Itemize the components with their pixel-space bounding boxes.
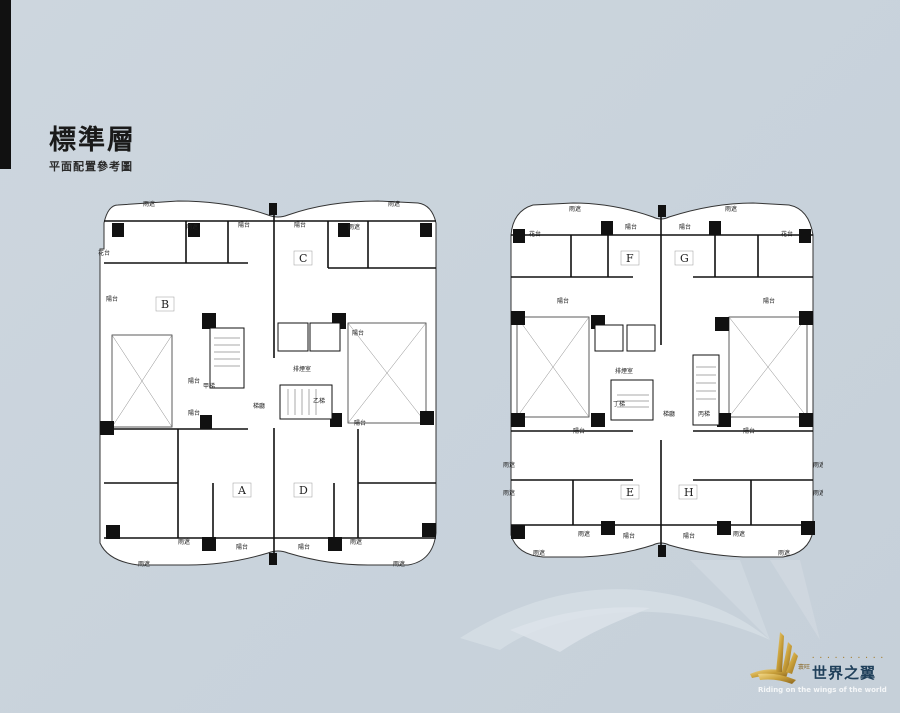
svg-text:雨遮: 雨遮 <box>813 461 823 469</box>
side-accent-bar <box>0 0 11 169</box>
svg-text:陽台: 陽台 <box>294 221 306 229</box>
unit-label-a: A <box>237 484 247 497</box>
unit-label-f: F <box>626 252 634 265</box>
svg-text:雨遮: 雨遮 <box>388 200 400 208</box>
svg-text:甲梯: 甲梯 <box>203 382 215 390</box>
svg-text:花台: 花台 <box>781 230 793 238</box>
svg-text:雨遮: 雨遮 <box>725 205 737 213</box>
svg-text:雨遮: 雨遮 <box>778 549 790 557</box>
svg-text:陽台: 陽台 <box>623 532 635 540</box>
svg-text:陽台: 陽台 <box>743 427 755 435</box>
svg-text:雨遮: 雨遮 <box>569 205 581 213</box>
page-title: 標準層 <box>49 125 136 156</box>
svg-text:丙梯: 丙梯 <box>698 410 710 418</box>
svg-text:雨遮: 雨遮 <box>186 223 198 231</box>
logo-dots: • • • • • • • • • • <box>812 655 886 660</box>
svg-text:雨遮: 雨遮 <box>138 560 150 568</box>
svg-text:花台: 花台 <box>98 249 110 257</box>
wing-logo-icon <box>750 632 798 684</box>
svg-text:雨遮: 雨遮 <box>733 530 745 538</box>
svg-text:陽台: 陽台 <box>625 223 637 231</box>
svg-text:陽台: 陽台 <box>106 295 118 303</box>
label-canopy: 雨遮 <box>143 200 155 208</box>
svg-text:雨遮: 雨遮 <box>178 538 190 546</box>
svg-text:陽台: 陽台 <box>557 297 569 305</box>
svg-text:陽台: 陽台 <box>683 532 695 540</box>
svg-text:雨遮: 雨遮 <box>813 489 823 497</box>
unit-label-d: D <box>299 484 308 497</box>
svg-text:陽台: 陽台 <box>763 297 775 305</box>
logo-brand-name: 世界之翼 <box>812 664 877 682</box>
svg-text:雨遮: 雨遮 <box>350 538 362 546</box>
svg-text:梯廳: 梯廳 <box>253 402 265 410</box>
svg-text:陽台: 陽台 <box>354 419 366 427</box>
svg-text:雨遮: 雨遮 <box>578 530 590 538</box>
svg-text:雨遮: 雨遮 <box>533 549 545 557</box>
svg-text:雨遮: 雨遮 <box>503 489 515 497</box>
svg-text:陽台: 陽台 <box>188 377 200 385</box>
svg-text:陽台: 陽台 <box>679 223 691 231</box>
page-subtitle: 平面配置參考圖 <box>49 160 133 173</box>
unit-label-h: H <box>684 486 694 499</box>
logo-tagline: Riding on the wings of the world <box>758 686 887 694</box>
svg-text:丁梯: 丁梯 <box>613 400 625 408</box>
svg-text:陽台: 陽台 <box>236 543 248 551</box>
unit-label-g: G <box>680 252 689 265</box>
svg-text:陽台: 陽台 <box>352 329 364 337</box>
floor-plan-left: 雨遮 雨遮 陽台 陽台 雨遮 雨遮 花台 陽台 陽台 陽台 陽台 陽台 甲梯 乙… <box>98 193 443 573</box>
svg-text:乙梯: 乙梯 <box>313 397 325 405</box>
svg-text:陽台: 陽台 <box>298 543 310 551</box>
svg-text:雨遮: 雨遮 <box>503 461 515 469</box>
floor-plan-right: 雨遮 花台 陽台 陽台 雨遮 花台 陽台 陽台 排煙室 丁梯 梯廳 丙梯 陽台 … <box>503 195 823 565</box>
svg-text:陽台: 陽台 <box>573 427 585 435</box>
svg-text:陽台: 陽台 <box>188 409 200 417</box>
unit-label-b: B <box>161 298 169 311</box>
svg-text:排煙室: 排煙室 <box>615 367 633 375</box>
unit-label-c: C <box>299 252 307 265</box>
svg-text:排煙室: 排煙室 <box>293 365 311 373</box>
wing-watermark <box>460 560 820 652</box>
svg-text:雨遮: 雨遮 <box>393 560 405 568</box>
unit-label-e: E <box>626 486 634 499</box>
svg-text:雨遮: 雨遮 <box>348 223 360 231</box>
svg-text:梯廳: 梯廳 <box>663 410 675 418</box>
svg-text:陽台: 陽台 <box>238 221 250 229</box>
svg-text:花台: 花台 <box>529 230 541 238</box>
logo-brand-prefix: 寰旺 <box>798 664 811 671</box>
